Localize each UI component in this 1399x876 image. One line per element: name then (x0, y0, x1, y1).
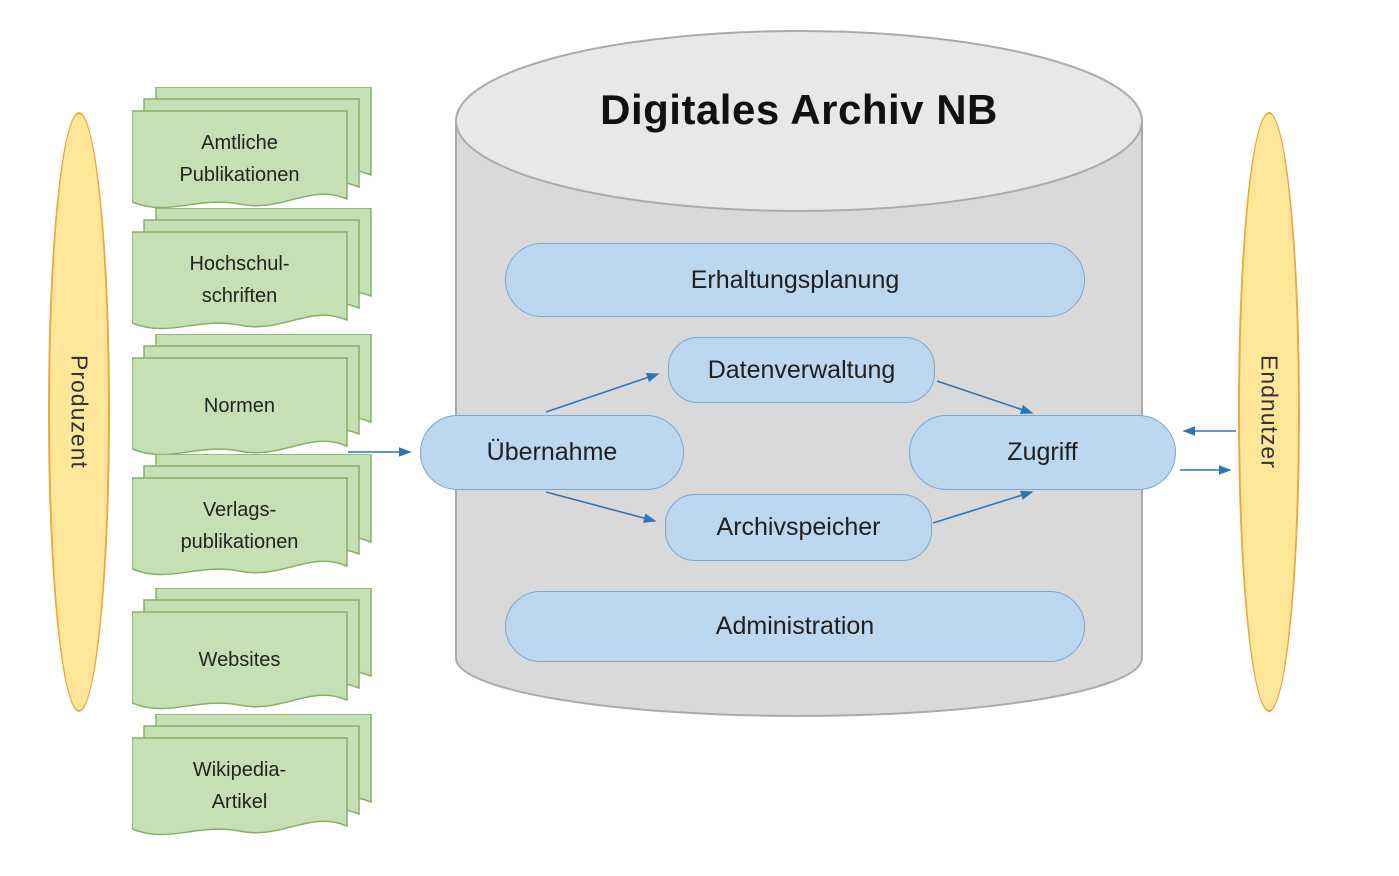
diagram-title: Digitales Archiv NB (600, 86, 998, 133)
enduser-label: Endnutzer (1256, 355, 1283, 469)
source-stack-verlagspublikationen: Verlags- publikationen (132, 454, 384, 586)
enduser-actor: Endnutzer (1238, 112, 1300, 712)
node-uebernahme: Übernahme (420, 415, 684, 490)
producer-label: Produzent (66, 355, 93, 469)
node-datenverwaltung: Datenverwaltung (668, 337, 935, 403)
cylinder-top (455, 30, 1143, 212)
source-label: Websites (198, 649, 281, 671)
source-stack-websites: Websites (132, 588, 384, 720)
source-stack-hochschulschriften: Hochschul- schriften (132, 208, 384, 340)
producer-actor: Produzent (48, 112, 110, 712)
source-label: Wikipedia- Artikel (192, 759, 287, 813)
source-stack-normen: Normen (132, 334, 384, 466)
source-label: Verlags- publikationen (180, 499, 299, 553)
node-administration: Administration (505, 591, 1085, 662)
source-label: Amtliche Publikationen (179, 132, 300, 186)
source-stack-amtliche-publikationen: Amtliche Publikationen (132, 87, 384, 219)
source-label: Normen (203, 395, 276, 417)
source-label: Hochschul- schriften (189, 253, 290, 307)
node-zugriff: Zugriff (909, 415, 1176, 490)
source-stack-wikipedia-artikel: Wikipedia- Artikel (132, 714, 384, 846)
node-archivspeicher: Archivspeicher (665, 494, 932, 561)
node-erhaltungsplanung: Erhaltungsplanung (505, 243, 1085, 317)
